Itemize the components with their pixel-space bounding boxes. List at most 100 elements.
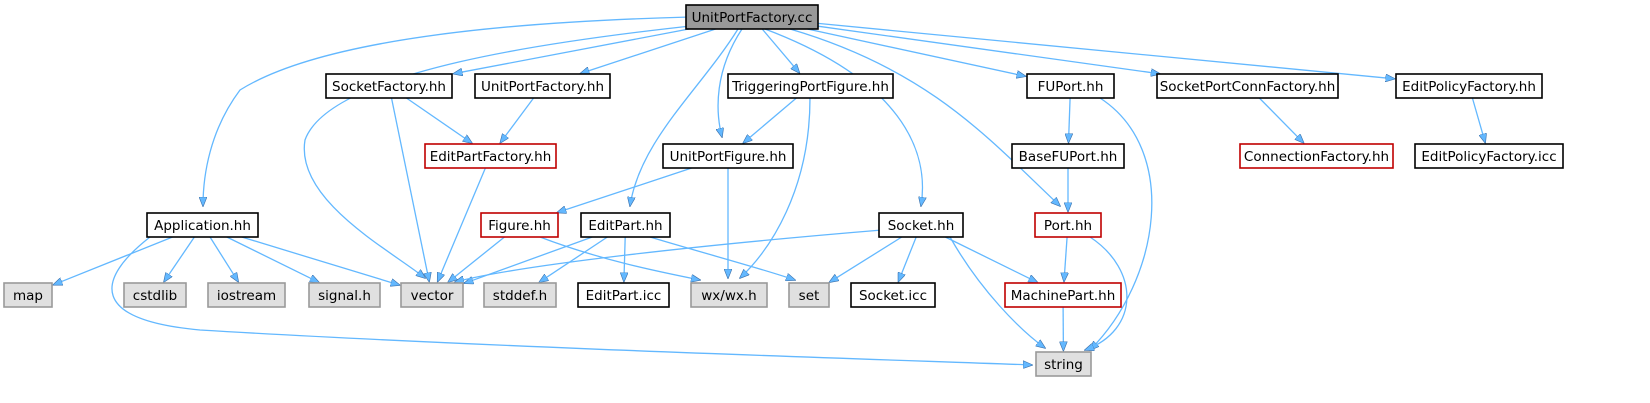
node-box [577,282,670,308]
node-socketportconnfactory-hh[interactable]: SocketPortConnFactory.hh [1156,73,1339,99]
edge-application-hh-to-string [111,236,1032,365]
node-machinepart-hh[interactable]: MachinePart.hh [1004,282,1122,308]
node-label: set [799,288,820,304]
node-string[interactable]: string [1035,351,1092,377]
node-port-hh[interactable]: Port.hh [1034,212,1102,238]
node-unitportfactory-cc[interactable]: UnitPortFactory.cc [685,4,819,30]
node-box [474,73,611,99]
edge-unitportfactory-cc-to-unitportfigure-hh [718,28,743,137]
node-editpart-icc[interactable]: EditPart.icc [577,282,670,308]
node-editpolicyfactory-hh[interactable]: EditPolicyFactory.hh [1395,73,1543,99]
node-label: UnitPortFigure.hh [670,149,787,165]
node-fuport-hh[interactable]: FUPort.hh [1026,73,1115,99]
node-box [1156,73,1339,99]
node-connectionfactory-hh[interactable]: ConnectionFactory.hh [1239,143,1394,169]
node-label: UnitPortFactory.cc [692,10,813,26]
edge-application-hh-to-iostream [209,236,238,282]
edges-layer [53,16,1485,365]
node-box [1004,282,1122,308]
edge-fuport-hh-to-basefuport-hh [1069,97,1071,143]
node-socket-icc[interactable]: Socket.icc [850,282,936,308]
edge-unitportfigure-hh-to-figure-hh [557,167,692,213]
node-editpart-hh[interactable]: EditPart.hh [580,212,671,238]
node-socket-hh[interactable]: Socket.hh [878,212,964,238]
node-box [1035,351,1092,377]
edge-unitportfactory-cc-to-editpolicyfactory-hh [817,22,1395,78]
edge-unitportfactory-cc-to-port-hh [789,28,1060,206]
node-label: vector [411,288,454,304]
node-triggeringportfigure-hh[interactable]: TriggeringPortFigure.hh [727,73,894,99]
edge-unitportfactory-cc-to-editpart-hh [630,28,739,206]
node-box [123,282,187,308]
node-map[interactable]: map [3,282,53,308]
edge-unitportfactory-cc-to-unitportfactory-hh [580,28,716,74]
node-box [788,282,830,308]
node-label: map [13,288,43,304]
edge-editpolicyfactory-hh-to-editpolicyfactory-icc [1471,97,1485,143]
edge-editpart-hh-to-editpart-icc [624,236,625,282]
node-iostream[interactable]: iostream [207,282,286,308]
node-vector[interactable]: vector [400,282,464,308]
node-label: EditPartFactory.hh [430,149,552,165]
node-box [727,73,894,99]
edge-socket-hh-to-machinepart-hh [945,236,1037,282]
node-label: EditPolicyFactory.icc [1421,149,1556,165]
node-box [1026,73,1115,99]
node-label: wx/wx.h [701,288,756,304]
node-label: EditPolicyFactory.hh [1402,79,1536,95]
edge-unitportfactory-cc-to-socketfactory-hh [454,28,690,74]
edge-triggeringportfigure-hh-to-unitportfigure-hh [743,97,797,143]
node-box [878,212,964,238]
edge-socketportconnfactory-hh-to-connectionfactory-hh [1258,97,1303,143]
edge-editpart-hh-to-set [649,236,795,280]
edge-application-hh-to-cstdlib [164,236,195,282]
node-application-hh[interactable]: Application.hh [146,212,259,238]
node-box [325,73,453,99]
edge-port-hh-to-machinepart-hh [1064,236,1067,282]
node-label: stddef.h [493,288,547,304]
node-signal-h[interactable]: signal.h [308,282,381,308]
node-socketfactory-hh[interactable]: SocketFactory.hh [325,73,453,99]
node-box [1034,212,1102,238]
node-label: signal.h [318,288,371,304]
node-figure-hh[interactable]: Figure.hh [480,212,559,238]
node-label: FUPort.hh [1038,79,1104,95]
node-label: SocketFactory.hh [332,79,446,95]
node-box [1239,143,1394,169]
node-basefuport-hh[interactable]: BaseFUPort.hh [1011,143,1125,169]
edge-fuport-hh-to-string [1090,97,1153,350]
node-unitportfigure-hh[interactable]: UnitPortFigure.hh [662,143,794,169]
edge-socketfactory-hh-to-editpartfactory-hh [406,97,472,143]
node-set[interactable]: set [788,282,830,308]
node-wx-wx-h[interactable]: wx/wx.h [690,282,768,308]
edge-socketfactory-hh-to-vector [390,97,430,282]
node-label: Application.hh [154,218,251,234]
node-cstdlib[interactable]: cstdlib [123,282,187,308]
node-label: EditPart.hh [588,218,662,234]
node-box [1414,143,1564,169]
edge-figure-hh-to-wx-wx-h [539,236,700,280]
edge-socket-hh-to-vector [455,229,883,282]
node-label: BaseFUPort.hh [1019,149,1118,165]
node-box [424,143,557,169]
edge-unitportfactory-cc-to-triggeringportfigure-hh [761,28,799,73]
node-stddef-h[interactable]: stddef.h [483,282,557,308]
node-editpartfactory-hh[interactable]: EditPartFactory.hh [424,143,557,169]
node-editpolicyfactory-icc[interactable]: EditPolicyFactory.icc [1414,143,1564,169]
node-label: MachinePart.hh [1011,288,1116,304]
edge-figure-hh-to-vector [448,236,505,282]
node-unitportfactory-hh[interactable]: UnitPortFactory.hh [474,73,611,99]
node-label: Socket.hh [888,218,955,234]
node-label: TriggeringPortFigure.hh [731,79,889,95]
node-label: Port.hh [1044,218,1092,234]
node-box [685,4,819,30]
node-label: Figure.hh [488,218,551,234]
edge-triggeringportfigure-hh-to-wx-wx-h [740,97,811,278]
edge-application-hh-to-signal-h [226,236,319,282]
node-box [400,282,464,308]
node-label: ConnectionFactory.hh [1244,149,1389,165]
node-box [480,212,559,238]
edge-application-hh-to-map [53,236,173,285]
edge-socket-hh-to-string [949,236,1045,348]
